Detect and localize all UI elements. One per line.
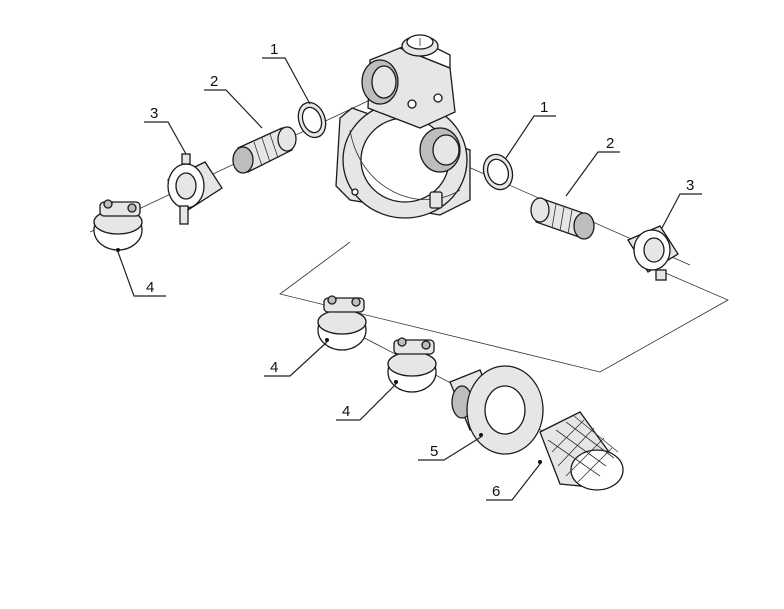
pump-body: [335, 34, 471, 219]
hose-clamp-lower-2: [387, 337, 437, 393]
hose-nipple-left: [232, 126, 297, 174]
callout-4-upper-left: 4: [146, 279, 154, 296]
callout-5: 5: [430, 443, 438, 460]
callout-1-upper-right: 1: [540, 99, 548, 116]
callout-4-lower-1: 4: [270, 359, 278, 376]
callout-labels: 1 2 3 4 1 2 3 4 4 5 6: [146, 41, 694, 500]
callout-2-upper-right: 2: [606, 135, 614, 152]
callout-3-upper-left: 3: [150, 105, 158, 122]
gasket-right: [482, 153, 514, 191]
callout-3-upper-right: 3: [686, 177, 694, 194]
hose-clamp-lower-1: [317, 295, 367, 351]
callout-leaders: [117, 57, 702, 501]
callout-1-upper-left: 1: [270, 41, 278, 58]
hose-clamp-left: [93, 199, 143, 252]
gasket-left: [297, 101, 327, 139]
callout-6: 6: [492, 483, 500, 500]
lower-group-bracket: [279, 241, 729, 373]
union-nut-right: [627, 225, 679, 281]
strainer-basket: [538, 411, 624, 491]
hose-nipple-right: [530, 197, 595, 240]
union-nut-left: [167, 153, 223, 225]
callout-2-upper-left: 2: [210, 73, 218, 90]
strainer-adapter: [449, 365, 544, 455]
callout-4-lower-2: 4: [342, 403, 350, 420]
